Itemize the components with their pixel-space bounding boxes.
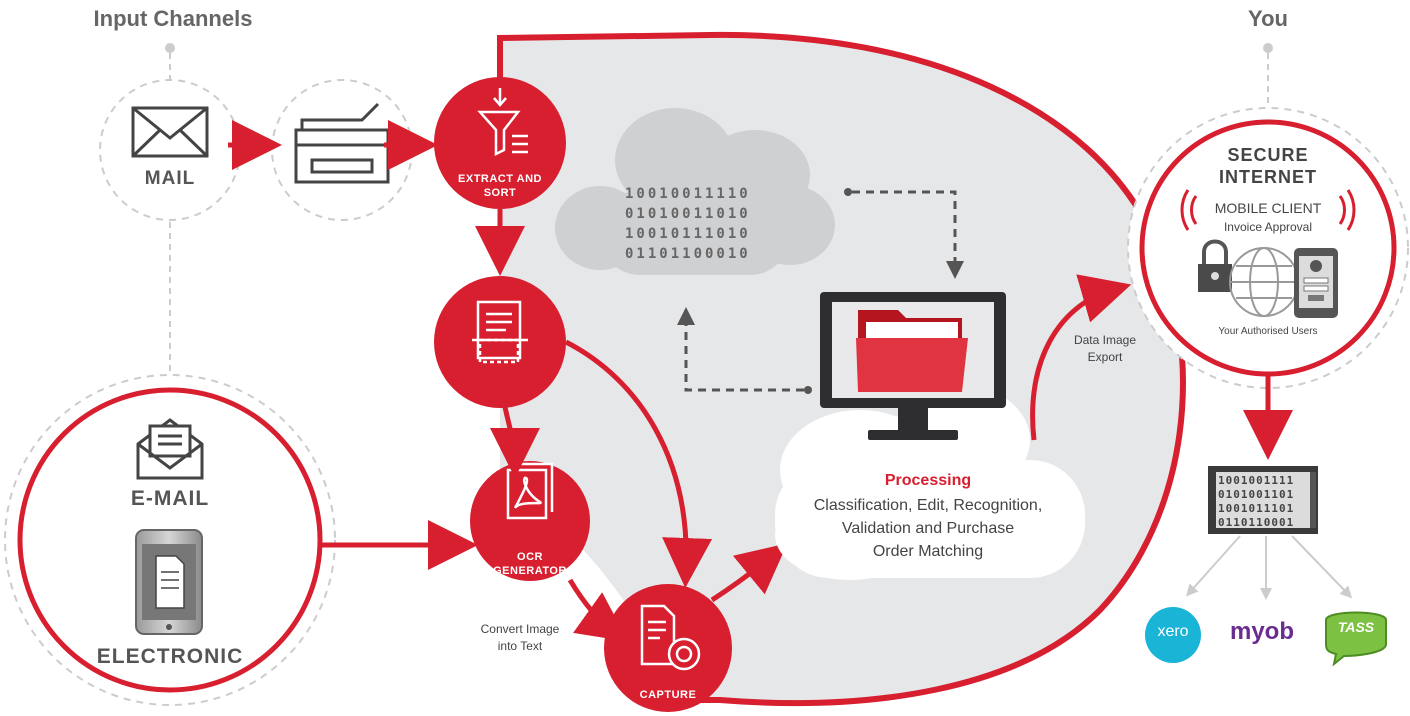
scanner-circle <box>271 79 413 221</box>
processing-title: Processing <box>884 472 972 489</box>
email-label: E-MAIL <box>130 487 210 510</box>
ocr-generator-circle <box>470 461 590 581</box>
input-channels-header: Input Channels <box>93 6 253 31</box>
signal-right-icon <box>1338 189 1356 231</box>
phone-icon <box>135 529 203 635</box>
scanner-icon <box>294 102 390 184</box>
folder-icon <box>856 310 968 392</box>
mobile-client-label: MOBILE CLIENT <box>1214 200 1322 216</box>
capture-label: CAPTURE <box>639 689 697 701</box>
funnel-icon <box>477 88 528 157</box>
authorised-users-label: Your Authorised Users <box>1218 326 1318 337</box>
left-header-dot <box>165 43 175 53</box>
capture-circle <box>604 584 732 712</box>
envelope-icon <box>131 106 209 158</box>
lock-icon <box>1198 239 1232 292</box>
scan-document-icon <box>472 300 528 364</box>
electronic-label: ELECTRONIC <box>96 645 244 668</box>
scan-document-circle <box>434 276 566 408</box>
myob-logo-text: myob <box>1229 618 1294 645</box>
tass-logo <box>1325 611 1387 667</box>
xero-logo <box>1145 607 1201 663</box>
mobile-login-icon <box>1294 248 1338 318</box>
binary-cloud <box>555 108 835 275</box>
xero-logo-text: xero <box>1157 623 1189 640</box>
capture-icon <box>640 604 701 671</box>
mail-label: MAIL <box>144 168 196 189</box>
right-header-dot <box>1263 43 1273 53</box>
invoice-approval-label: Invoice Approval <box>1223 220 1313 234</box>
email-icon <box>136 418 204 480</box>
processing-description: Classification, Edit, Recognition,Valida… <box>813 497 1043 560</box>
extract-sort-circle <box>434 77 566 209</box>
signal-left-icon <box>1180 189 1198 231</box>
server-icon <box>1208 466 1318 534</box>
tass-logo-text: TASS <box>1337 619 1375 635</box>
processing-region-border <box>497 31 1186 706</box>
you-header: You <box>1248 6 1288 31</box>
